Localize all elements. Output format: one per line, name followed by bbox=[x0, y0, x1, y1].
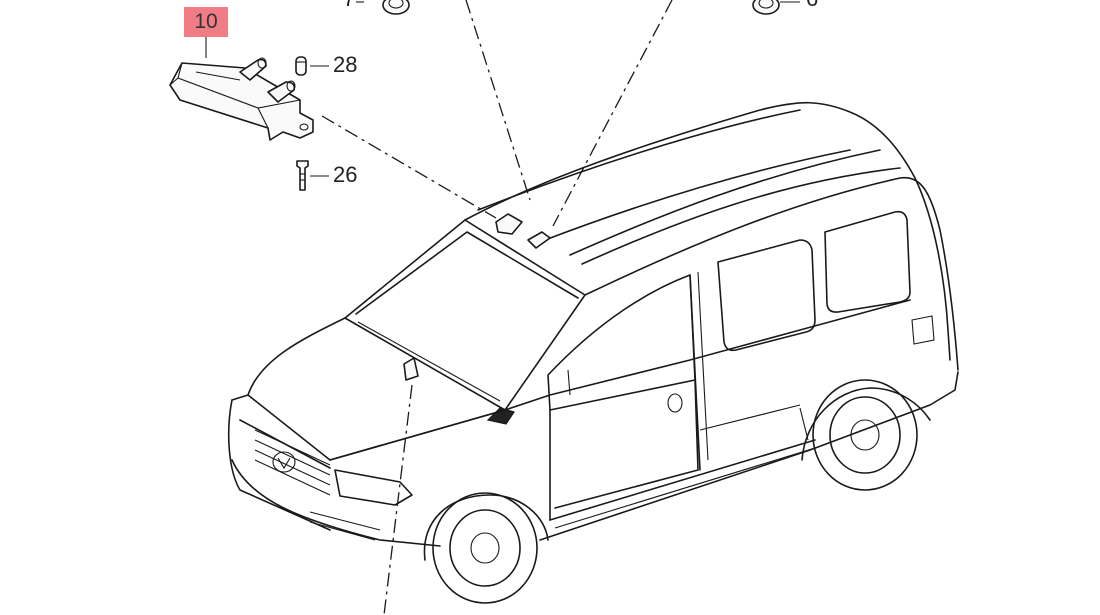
bolt-26-icon bbox=[296, 160, 309, 191]
part-26-callout: 26 bbox=[333, 162, 358, 187]
top-left-fastener-icon bbox=[382, 0, 410, 15]
top-right-partial-callout: 6 bbox=[806, 0, 818, 10]
bolt-28-icon bbox=[295, 56, 307, 76]
van-illustration bbox=[227, 101, 959, 604]
top-left-partial-callout: 7 bbox=[343, 0, 355, 10]
dash-dot-leaders bbox=[321, 0, 673, 615]
part-28-callout: 28 bbox=[333, 52, 358, 77]
top-right-fastener-icon bbox=[752, 0, 780, 15]
part-10-callout: 10 bbox=[184, 7, 228, 37]
control-unit-icon bbox=[169, 57, 314, 141]
